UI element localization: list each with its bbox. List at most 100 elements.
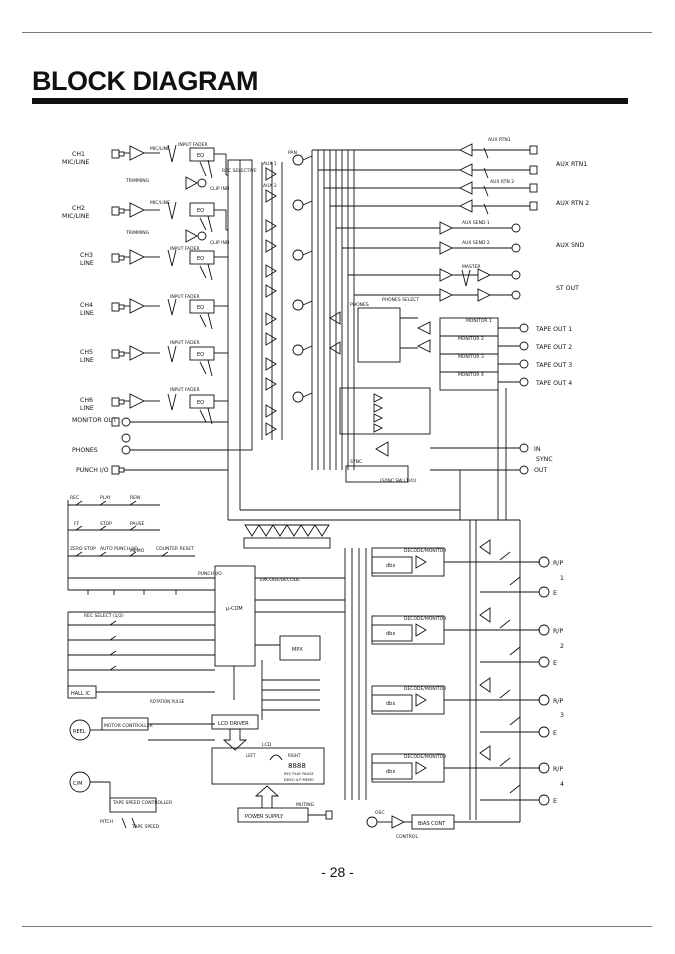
aux-rtn1-label: AUX RTN1	[556, 161, 587, 168]
ch4-label: CH4	[80, 302, 93, 309]
pcom-label: μ-COM	[226, 606, 243, 612]
ch6-label: CH6	[80, 397, 93, 404]
input-channel-3	[111, 249, 226, 281]
osc-label: OSC	[375, 810, 385, 816]
lcd-dolby: DDSO 4.P MEMO	[284, 778, 314, 782]
bias-control-label: CONTROL	[396, 834, 418, 840]
mpx-block	[261, 635, 321, 720]
mpx-label: MPX	[292, 647, 303, 653]
input-channel-6	[111, 393, 226, 425]
top-rule	[22, 32, 652, 33]
aux2-label: AUX 2	[263, 183, 277, 189]
dbx-label-1: dbx	[386, 563, 395, 569]
encode-decode-label: ENCODE/DECODE	[260, 577, 300, 583]
auto-punch-label: AUTO PUNCH I/O	[100, 546, 138, 552]
track-4-rp-label: R/P	[553, 766, 563, 773]
memo-label: MEMO	[130, 548, 145, 554]
decode-monitor-label-2: DECODE/MONITOR	[404, 616, 446, 622]
monitor-out-label: MONITOR OUT	[72, 417, 117, 424]
phones-label-mid: PHONES	[350, 302, 369, 308]
power-supply-label: POWER SUPPLY	[245, 814, 284, 820]
track-bus-lines	[344, 520, 521, 820]
input-fader-label-2: INPUT FADER	[170, 246, 200, 252]
phones-select-label: PHONES SELECT	[382, 297, 419, 303]
counter-reset-label: COUNTER RESET	[156, 546, 194, 552]
track-3-num-label: 3	[560, 712, 564, 719]
pause-label: PAUSE	[130, 521, 145, 527]
ch2-sub-label: MIC/LINE	[62, 213, 89, 220]
aux1-label: AUX 1	[263, 161, 277, 167]
sync-sw-label: (SYNC SW (1/4))	[380, 478, 417, 484]
pan-label: PAN	[288, 150, 297, 156]
capstan-motor	[69, 771, 157, 829]
punch-io-small-label: PUNCH I/O	[198, 571, 222, 577]
dbx-label-2: dbx	[386, 631, 395, 637]
eq-label-2: EQ	[197, 208, 204, 214]
pitch-label: PITCH	[100, 819, 113, 825]
lcd-driver-label: LCD DRIVER	[218, 721, 249, 727]
hall-ic-block	[67, 685, 215, 699]
aux-rtn1-label-top: AUX RTN1	[488, 137, 511, 143]
track-1-rp-label: R/P	[553, 560, 563, 567]
bias-cont-label: BIAS CONT	[418, 821, 446, 827]
ch1-label: CH1	[72, 151, 85, 158]
monitor-4-label: MONITOR 4	[458, 372, 484, 378]
monitor-3-label: MONITOR 3	[458, 354, 484, 360]
rec-label: REC	[70, 495, 79, 501]
aux-send1-label: AUX SEND 1	[462, 220, 490, 226]
tape-out-4-label: TAPE OUT 4	[535, 380, 572, 387]
aux-rtn2-label: AUX RTN 2	[556, 200, 589, 207]
punch-io-label: PUNCH I/O	[76, 467, 109, 474]
pan-controls	[292, 154, 313, 403]
sync-in-label: IN	[534, 446, 541, 453]
hall-ic-label: HALL IC	[71, 691, 91, 697]
lcd-right-label: RIGHT	[288, 753, 301, 758]
track-3-rp-label: R/P	[553, 698, 563, 705]
ff-label: FF	[74, 521, 80, 527]
ch3-label: CH3	[80, 252, 93, 259]
track-4-num-label: 4	[560, 781, 564, 788]
rec-selective-bus	[226, 159, 253, 451]
ch3-sub-label: LINE	[80, 260, 94, 267]
input-channel-4	[111, 298, 226, 330]
clip-ind-label-1: CLIP IND	[210, 186, 230, 192]
clip-ind-label-2: CLIP IND	[210, 240, 230, 246]
ch1-sub-label: MIC/LINE	[62, 159, 89, 166]
aux-send2-label: AUX SEND 2	[462, 240, 490, 246]
motor-controller-block	[69, 717, 215, 741]
trimming-label-1: TRIMMING	[125, 178, 150, 184]
tape-speed-controller-label: TAPE SPEED CONTROLLER	[112, 800, 172, 806]
capstan-motor-label: C/M	[73, 781, 83, 787]
tape-out-1-label: TAPE OUT 1	[535, 326, 572, 333]
bias-oscillator	[366, 800, 521, 830]
dbx-label-3: dbx	[386, 701, 395, 707]
track-4-e-label: E	[553, 798, 557, 805]
track-1-e-label: E	[553, 590, 557, 597]
mic-line-label-1: MIC/LINE	[150, 146, 170, 152]
trimming-label-2: TRIMMING	[125, 230, 150, 236]
lcd-digits: 8888	[288, 762, 306, 770]
sync-out-label: OUT	[534, 467, 547, 474]
ch2-label: CH2	[72, 205, 85, 212]
decode-monitor-label-4: DECODE/MONITOR	[404, 754, 446, 760]
tape-out-buffers	[339, 387, 529, 483]
track-2-num-label: 2	[560, 643, 564, 650]
aux-snd-label: AUX SND	[556, 242, 585, 249]
monitor-1-label: MONITOR 1	[466, 318, 492, 324]
track-2	[371, 607, 550, 668]
eq-label-3: EQ	[197, 256, 204, 262]
track-1	[371, 539, 550, 598]
input-fader-label-5: INPUT FADER	[170, 387, 200, 393]
page-number: - 28 -	[321, 864, 354, 880]
input-channel-5	[111, 345, 226, 377]
ch5-label: CH5	[80, 349, 93, 356]
interconnect-lines	[227, 388, 520, 613]
rec-select-label: REC SELECT (1/2)	[84, 613, 124, 619]
track-2-rp-label: R/P	[553, 628, 563, 635]
lcd-label: LCD	[262, 742, 272, 748]
ch5-sub-label: LINE	[80, 357, 94, 364]
master-section	[439, 268, 521, 302]
input-channel-1	[111, 144, 227, 190]
sync-small-label: SYNC	[350, 459, 362, 465]
